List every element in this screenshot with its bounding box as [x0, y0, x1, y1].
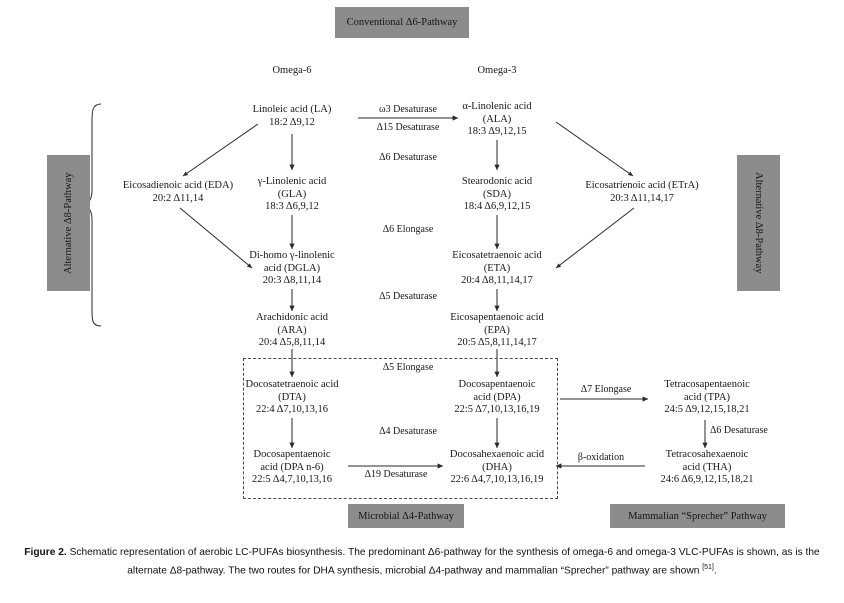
node-name: Tetracosahexaenoic [665, 449, 749, 460]
banner-top-label: Conventional Δ6-Pathway [346, 17, 458, 28]
pathway-diagram: Conventional Δ6-Pathway Alternative Δ8-P… [47, 7, 785, 528]
node-name: γ-Linolenic acid [257, 176, 327, 187]
node-name: Docosahexaenoic acid [449, 449, 545, 460]
node-tetracosahexaenoic-acid: Tetracosahexaenoic acid (THA) 24:6 Δ6,9,… [632, 449, 782, 487]
node-arachidonic-acid: Arachidonic acid (ARA) 20:4 Δ5,8,11,14 [212, 312, 372, 350]
node-sub: acid (DGLA) [263, 262, 321, 274]
caption-text: Schematic representation of aerobic LC-P… [66, 547, 820, 576]
node-name: Stearodonic acid [461, 176, 533, 187]
node-formula: 24:5 Δ9,12,15,18,21 [664, 404, 750, 416]
node-sub: (ARA) [277, 324, 307, 336]
enzyme-label-d19-desaturase: Δ19 Desaturase [364, 469, 428, 480]
node-sub: (GLA) [277, 188, 307, 200]
node-tetracosapentaenoic-acid: Tetracosapentaenoic acid (TPA) 24:5 Δ9,1… [632, 379, 782, 417]
node-sub: (DHA) [482, 461, 512, 473]
node-stearodonic-acid: Stearodonic acid (SDA) 18:4 Δ6,9,12,15 [417, 176, 577, 214]
node-formula: 22:5 Δ7,10,13,16,19 [454, 404, 540, 416]
node-sub: acid (THA) [682, 461, 732, 473]
node-formula: 22:5 Δ4,7,10,13,16 [252, 474, 332, 486]
node-formula: 20:2 Δ11,14 [152, 192, 204, 204]
node-docosapentaenoic-acid: Docosapentaenoic acid (DPA) 22:5 Δ7,10,1… [417, 379, 577, 417]
enzyme-label-d15-desaturase: Δ15 Desaturase [376, 122, 440, 133]
node-dihomo-gamma-linolenic-acid: Di-homo γ-linolenic acid (DGLA) 20:3 Δ8,… [212, 250, 372, 288]
node-sub: (ALA) [482, 113, 512, 125]
caption-citation: [51] [702, 563, 714, 571]
enzyme-label-d5-desaturase: Δ5 Desaturase [379, 291, 437, 302]
omega6-label: Omega-6 [272, 65, 312, 76]
node-name: Docosapentaenoic [253, 449, 331, 460]
node-eicosatetraenoic-acid: Eicosatetraenoic acid (ETA) 20:4 Δ8,11,1… [417, 250, 577, 288]
figure-caption: Figure 2. Schematic representation of ae… [0, 540, 844, 603]
node-formula: 22:6 Δ4,7,10,13,16,19 [450, 474, 544, 486]
node-name: Linoleic acid (LA) [252, 104, 332, 115]
node-formula: 20:3 Δ8,11,14 [262, 275, 322, 287]
node-formula: 18:3 Δ9,12,15 [467, 126, 527, 138]
node-gamma-linolenic-acid: γ-Linolenic acid (GLA) 18:3 Δ6,9,12 [212, 176, 372, 214]
node-alpha-linolenic-acid: α-Linolenic acid (ALA) 18:3 Δ9,12,15 [417, 101, 577, 139]
node-eicosadienoic-acid: Eicosadienoic acid (EDA) 20:2 Δ11,14 [98, 180, 258, 205]
node-name: Docosapentaenoic [458, 379, 536, 390]
enzyme-label-d6-elongase: Δ6 Elongase [382, 224, 434, 235]
node-formula: 22:4 Δ7,10,13,16 [255, 404, 329, 416]
node-eicosapentaenoic-acid: Eicosapentaenoic acid (EPA) 20:5 Δ5,8,11… [417, 312, 577, 350]
banner-left-label: Alternative Δ8-Pathway [63, 172, 74, 274]
column-header-omega3: Omega-3 [457, 65, 537, 76]
node-sub: acid (TPA) [684, 391, 730, 403]
omega3-label: Omega-3 [477, 65, 517, 76]
node-name: α-Linolenic acid [462, 101, 532, 112]
node-formula: 18:2 Δ9,12 [269, 116, 315, 128]
node-name: Arachidonic acid [255, 312, 328, 323]
node-formula: 24:6 Δ6,9,12,15,18,21 [660, 474, 754, 486]
node-docosahexaenoic-acid: Docosahexaenoic acid (DHA) 22:6 Δ4,7,10,… [417, 449, 577, 487]
node-formula: 20:4 Δ5,8,11,14 [258, 337, 326, 349]
banner-conventional-d6-pathway: Conventional Δ6-Pathway [335, 7, 469, 38]
banner-bottom-right-label: Mammalian “Sprecher” Pathway [628, 510, 767, 522]
node-formula: 18:4 Δ6,9,12,15 [463, 201, 531, 213]
node-sub: (SDA) [483, 188, 511, 200]
node-sub: (DTA) [278, 391, 306, 403]
microbial-d4-pathway-group-box [243, 358, 558, 499]
node-formula: 18:3 Δ6,9,12 [265, 201, 319, 213]
node-linoleic-acid: Linoleic acid (LA) 18:2 Δ9,12 [212, 104, 372, 129]
node-docosatetraenoic-acid: Docosatetraenoic acid (DTA) 22:4 Δ7,10,1… [212, 379, 372, 417]
banner-mammalian-sprecher-pathway: Mammalian “Sprecher” Pathway [610, 504, 785, 528]
enzyme-label-omega3-desaturase: ω3 Desaturase [379, 104, 437, 115]
node-docosapentaenoic-acid-n6: Docosapentaenoic acid (DPA n-6) 22:5 Δ4,… [212, 449, 372, 487]
banner-alternative-d8-pathway-left: Alternative Δ8-Pathway [47, 155, 90, 291]
enzyme-label-d6-desaturase: Δ6 Desaturase [379, 152, 437, 163]
node-name: Eicosapentaenoic acid [450, 312, 544, 323]
node-sub: acid (DPA) [473, 391, 521, 403]
node-formula: 20:3 Δ11,14,17 [610, 192, 674, 204]
arrow-la-to-eda [182, 123, 259, 177]
column-header-omega6: Omega-6 [252, 65, 332, 76]
enzyme-label-d7-elongase: Δ7 Elongase [580, 384, 632, 395]
node-name: Eicosatetraenoic acid [452, 250, 542, 261]
banner-alternative-d8-pathway-right: Alternative Δ8-Pathway [737, 155, 780, 291]
node-sub: (ETA) [483, 262, 511, 274]
node-sub: acid (DPA n-6) [260, 461, 324, 473]
banner-microbial-d4-pathway: Microbial Δ4-Pathway [348, 504, 464, 528]
node-name: Eicosatrienoic acid (ETrA) [585, 180, 699, 191]
enzyme-label-d6-desaturase-right: Δ6 Desaturase [710, 425, 768, 436]
node-eicosatrienoic-acid: Eicosatrienoic acid (ETrA) 20:3 Δ11,14,1… [557, 180, 727, 205]
node-name: Tetracosapentaenoic [664, 379, 750, 390]
banner-bottom-left-label: Microbial Δ4-Pathway [358, 510, 454, 522]
node-formula: 20:4 Δ8,11,14,17 [461, 275, 533, 287]
enzyme-label-beta-oxidation: β-oxidation [577, 452, 625, 463]
banner-right-label: Alternative Δ8-Pathway [753, 172, 764, 274]
node-name: Di-homo γ-linolenic [249, 250, 335, 261]
node-name: Eicosadienoic acid (EDA) [122, 180, 234, 191]
enzyme-label-d4-desaturase: Δ4 Desaturase [379, 426, 437, 437]
enzyme-label-d5-elongase: Δ5 Elongase [382, 362, 434, 373]
node-formula: 20:5 Δ5,8,11,14,17 [457, 337, 537, 349]
caption-label: Figure 2. [24, 547, 67, 558]
node-sub: (EPA) [484, 324, 510, 336]
node-name: Docosatetraenoic acid [245, 379, 339, 390]
caption-end: . [713, 564, 717, 576]
